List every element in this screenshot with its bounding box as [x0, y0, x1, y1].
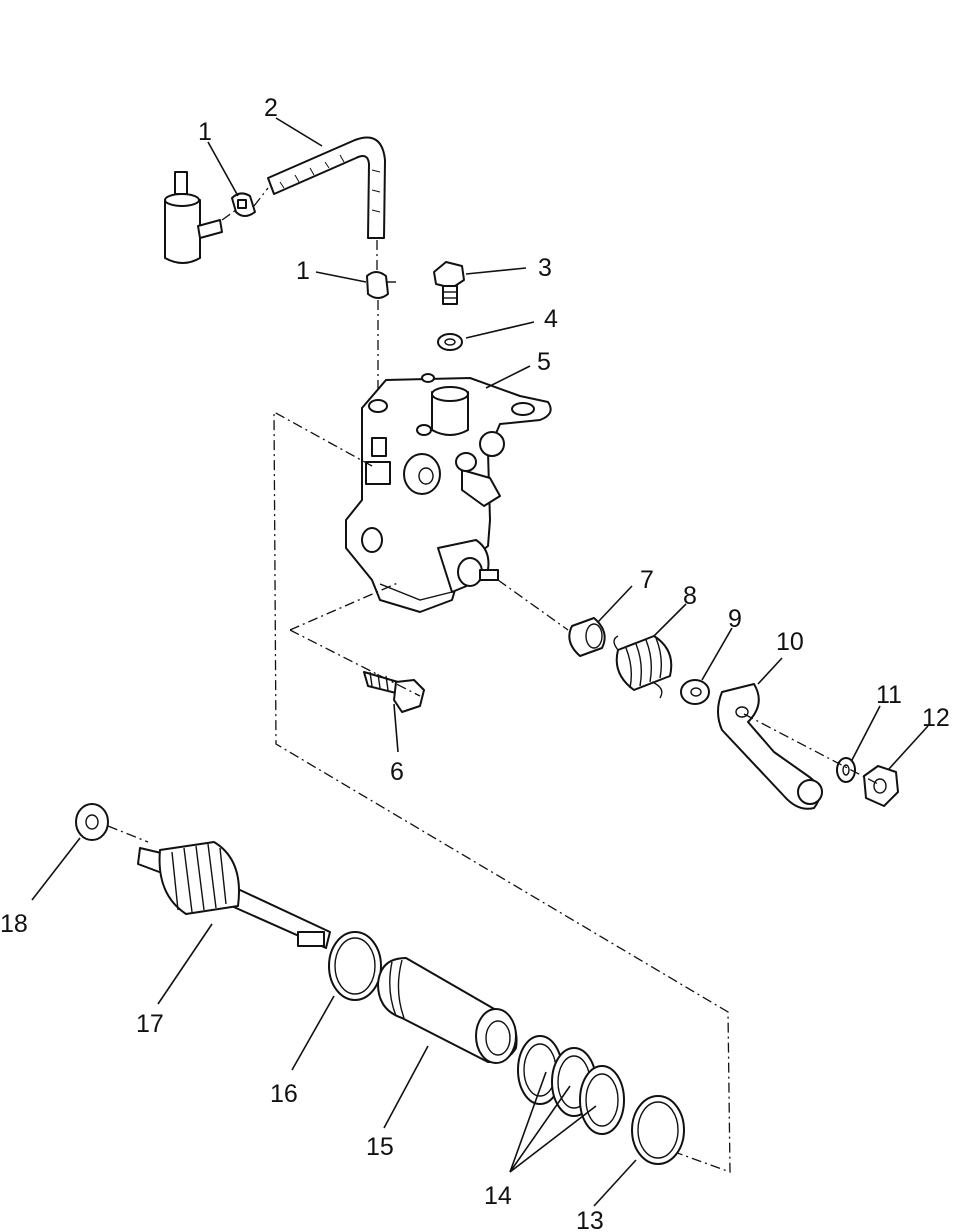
snap-ring-part	[328, 931, 382, 1001]
callout-4: 4	[544, 305, 558, 333]
retaining-ring-part	[631, 1095, 685, 1165]
pump-collar-part	[568, 617, 606, 657]
callout-7: 7	[640, 566, 654, 594]
gear-sleeve-part	[377, 957, 518, 1064]
callout-8: 8	[683, 582, 697, 610]
callout-11: 11	[876, 681, 902, 709]
mounting-bolt-part	[363, 671, 425, 713]
sealing-washer-part	[437, 333, 463, 351]
oil-hose-part	[267, 136, 386, 239]
control-lever-part	[717, 683, 823, 810]
hose-clamp-lower-part	[366, 271, 396, 299]
callout-5: 5	[537, 348, 551, 376]
return-spring-part	[613, 635, 673, 699]
callout-1-lower: 1	[296, 257, 310, 285]
callout-18: 18	[0, 910, 28, 938]
outlet-fitting-part	[164, 171, 223, 264]
callout-13: 13	[576, 1207, 604, 1232]
callout-16: 16	[270, 1080, 298, 1108]
callout-6: 6	[390, 758, 404, 786]
oil-pump-body-part	[345, 373, 552, 613]
callout-2: 2	[264, 94, 278, 122]
callout-3: 3	[538, 254, 552, 282]
callout-9: 9	[728, 605, 742, 633]
lock-washer-part	[836, 757, 856, 783]
flat-washer-part	[680, 679, 710, 705]
thrust-washer-part	[75, 803, 109, 841]
callout-15: 15	[366, 1133, 394, 1161]
callout-17: 17	[136, 1010, 164, 1038]
callout-labels: 1 1 2 3 4 5 6 7 8 9 10 11 12 13 14 15 16…	[0, 94, 950, 1232]
callout-10: 10	[776, 628, 804, 656]
callout-14: 14	[484, 1182, 512, 1210]
hose-clamp-upper-part	[231, 192, 256, 217]
banjo-bolt-part	[433, 261, 465, 305]
drive-gear-shaft-part	[137, 841, 331, 949]
callout-12: 12	[922, 704, 950, 732]
assembly-frame	[273, 410, 731, 1173]
hex-nut-part	[863, 765, 899, 807]
callout-1-upper: 1	[198, 118, 212, 146]
shim-washers-part	[517, 1035, 625, 1135]
leader-lines	[31, 117, 929, 1207]
